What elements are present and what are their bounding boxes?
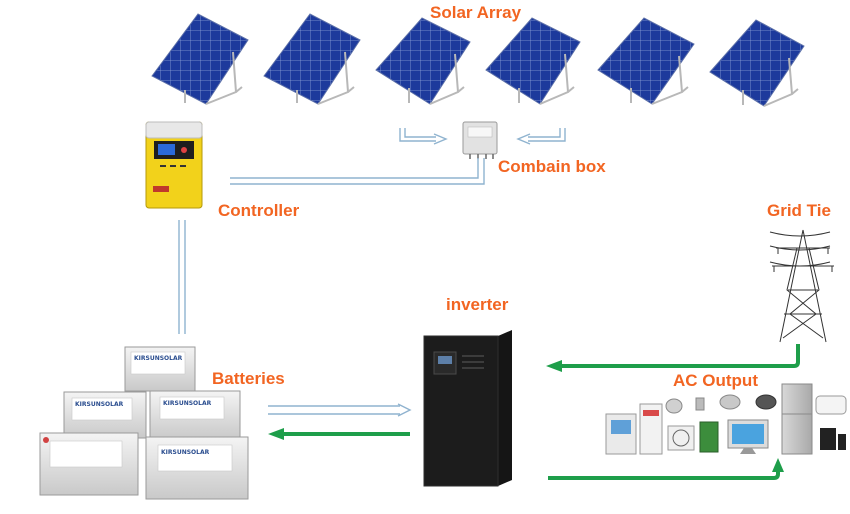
- inverter-to-battery-arrow: [268, 428, 410, 440]
- inverter-to-ac-output-arrow: [548, 458, 784, 480]
- battery-2: KIRSUNSOLAR: [63, 391, 147, 439]
- inverter-label: inverter: [446, 295, 509, 314]
- solar-panel-1: [151, 13, 249, 105]
- combiner-right-arrow-icon: [516, 128, 566, 145]
- battery-bank: KIRSUNSOLAR KIRSUNSOLAR KIRSUNSOLAR KIR: [39, 346, 249, 500]
- battery-to-inverter-arrow: [268, 403, 412, 417]
- battery-5: KIRSUNSOLAR: [145, 436, 249, 500]
- battery-3: KIRSUNSOLAR: [149, 390, 241, 440]
- combiner-to-controller-line: [230, 158, 485, 185]
- controller-label: Controller: [218, 201, 300, 220]
- inverter-cabinet: [423, 330, 512, 487]
- controller-to-battery-line: [178, 220, 186, 334]
- household-appliances: [605, 383, 847, 455]
- solar-panel-2: [263, 13, 361, 105]
- charge-controller: [145, 121, 203, 209]
- transmission-tower: [769, 229, 834, 343]
- svg-text:KIRSUNSOLAR: KIRSUNSOLAR: [134, 355, 183, 362]
- svg-text:KIRSUNSOLAR: KIRSUNSOLAR: [163, 400, 212, 407]
- solar-panel-3: [375, 17, 471, 105]
- combiner-box: [462, 121, 498, 159]
- svg-text:KIRSUNSOLAR: KIRSUNSOLAR: [75, 401, 124, 408]
- svg-text:KIRSUNSOLAR: KIRSUNSOLAR: [161, 449, 210, 456]
- solar-panel-4: [485, 17, 581, 105]
- battery-4: [39, 432, 139, 496]
- grid-tie-label: Grid Tie: [767, 201, 831, 220]
- ac-output-label: AC Output: [673, 371, 758, 390]
- solar-panel-5: [597, 17, 695, 105]
- batteries-label: Batteries: [212, 369, 285, 388]
- battery-1: KIRSUNSOLAR: [124, 346, 196, 392]
- combiner-box-label: Combain box: [498, 157, 606, 176]
- solar-panel-6: [709, 19, 805, 107]
- grid-to-inverter-arrow: [546, 344, 800, 372]
- combiner-left-arrow-icon: [399, 128, 448, 145]
- solar-array-label: Solar Array: [430, 3, 522, 22]
